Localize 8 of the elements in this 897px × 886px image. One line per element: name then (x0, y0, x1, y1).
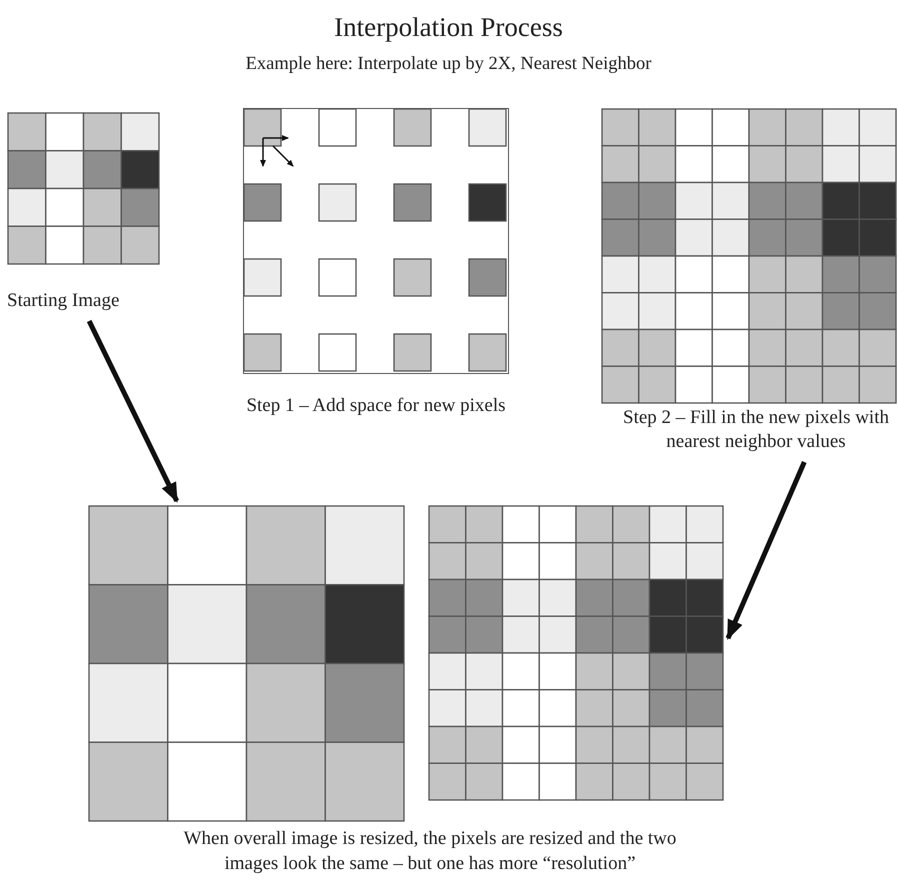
caption-text: Starting Image (7, 289, 120, 313)
arrow (726, 461, 807, 640)
arrow (86, 320, 179, 503)
caption: When overall image is resized, the pixels are resized and the two images look the same – but one has more “resolution” (182, 827, 678, 876)
diagram-title: Interpolation Process (333, 12, 564, 43)
caption-text: Step 1 – Add space for new pixels (245, 394, 507, 418)
subtitle: Example here: Interpolate up by 2X, Nearest Neighbor (244, 54, 652, 75)
caption-text: Step 2 – Fill in the new pixels with nearest neighbor values (622, 406, 890, 454)
